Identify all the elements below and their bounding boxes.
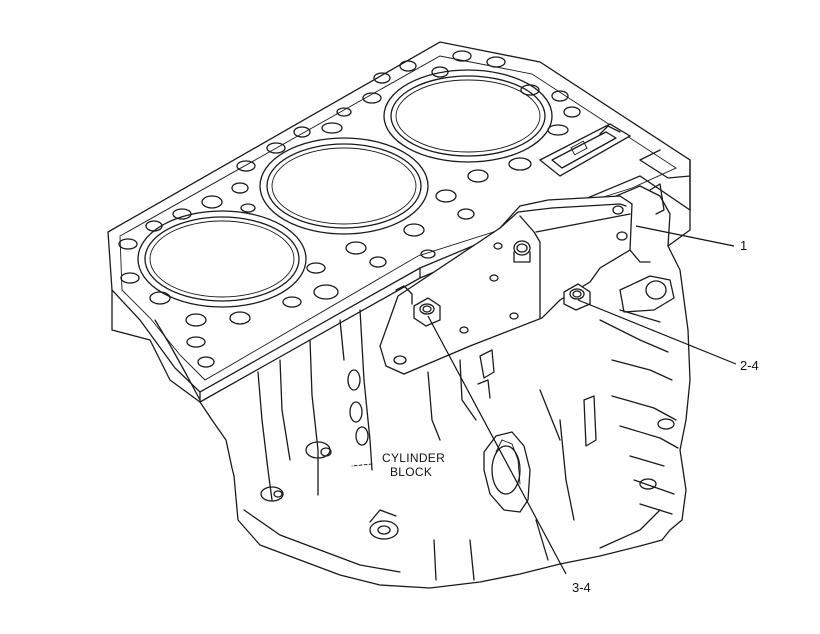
label-block: BLOCK <box>390 465 432 479</box>
leader-2-4 <box>577 299 737 365</box>
leader-3-4 <box>427 315 567 575</box>
bolt-3 <box>395 285 441 327</box>
cylinder-bore-3 <box>383 69 553 163</box>
cylinder-bore-2 <box>259 137 429 235</box>
cylinder-bores <box>137 69 553 308</box>
head-bolt-holes <box>118 50 581 368</box>
cylinder-bore-1 <box>137 210 307 308</box>
callout-2-4: 2-4 <box>740 358 759 373</box>
callout-3-4: 3-4 <box>572 580 591 595</box>
mounting-bracket <box>379 195 651 375</box>
label-cylinder: CYLINDER <box>382 451 445 465</box>
block-body <box>111 159 691 589</box>
leader-1 <box>635 225 735 247</box>
callout-1: 1 <box>740 238 747 253</box>
engine-mount-boss <box>619 159 691 313</box>
leader-lines <box>351 225 737 575</box>
oil-gallery-port <box>538 123 661 177</box>
label-cylinder-block: CYLINDER BLOCK <box>376 448 454 480</box>
bolt-2 <box>563 283 591 311</box>
leader-cylinder-block <box>351 463 373 467</box>
